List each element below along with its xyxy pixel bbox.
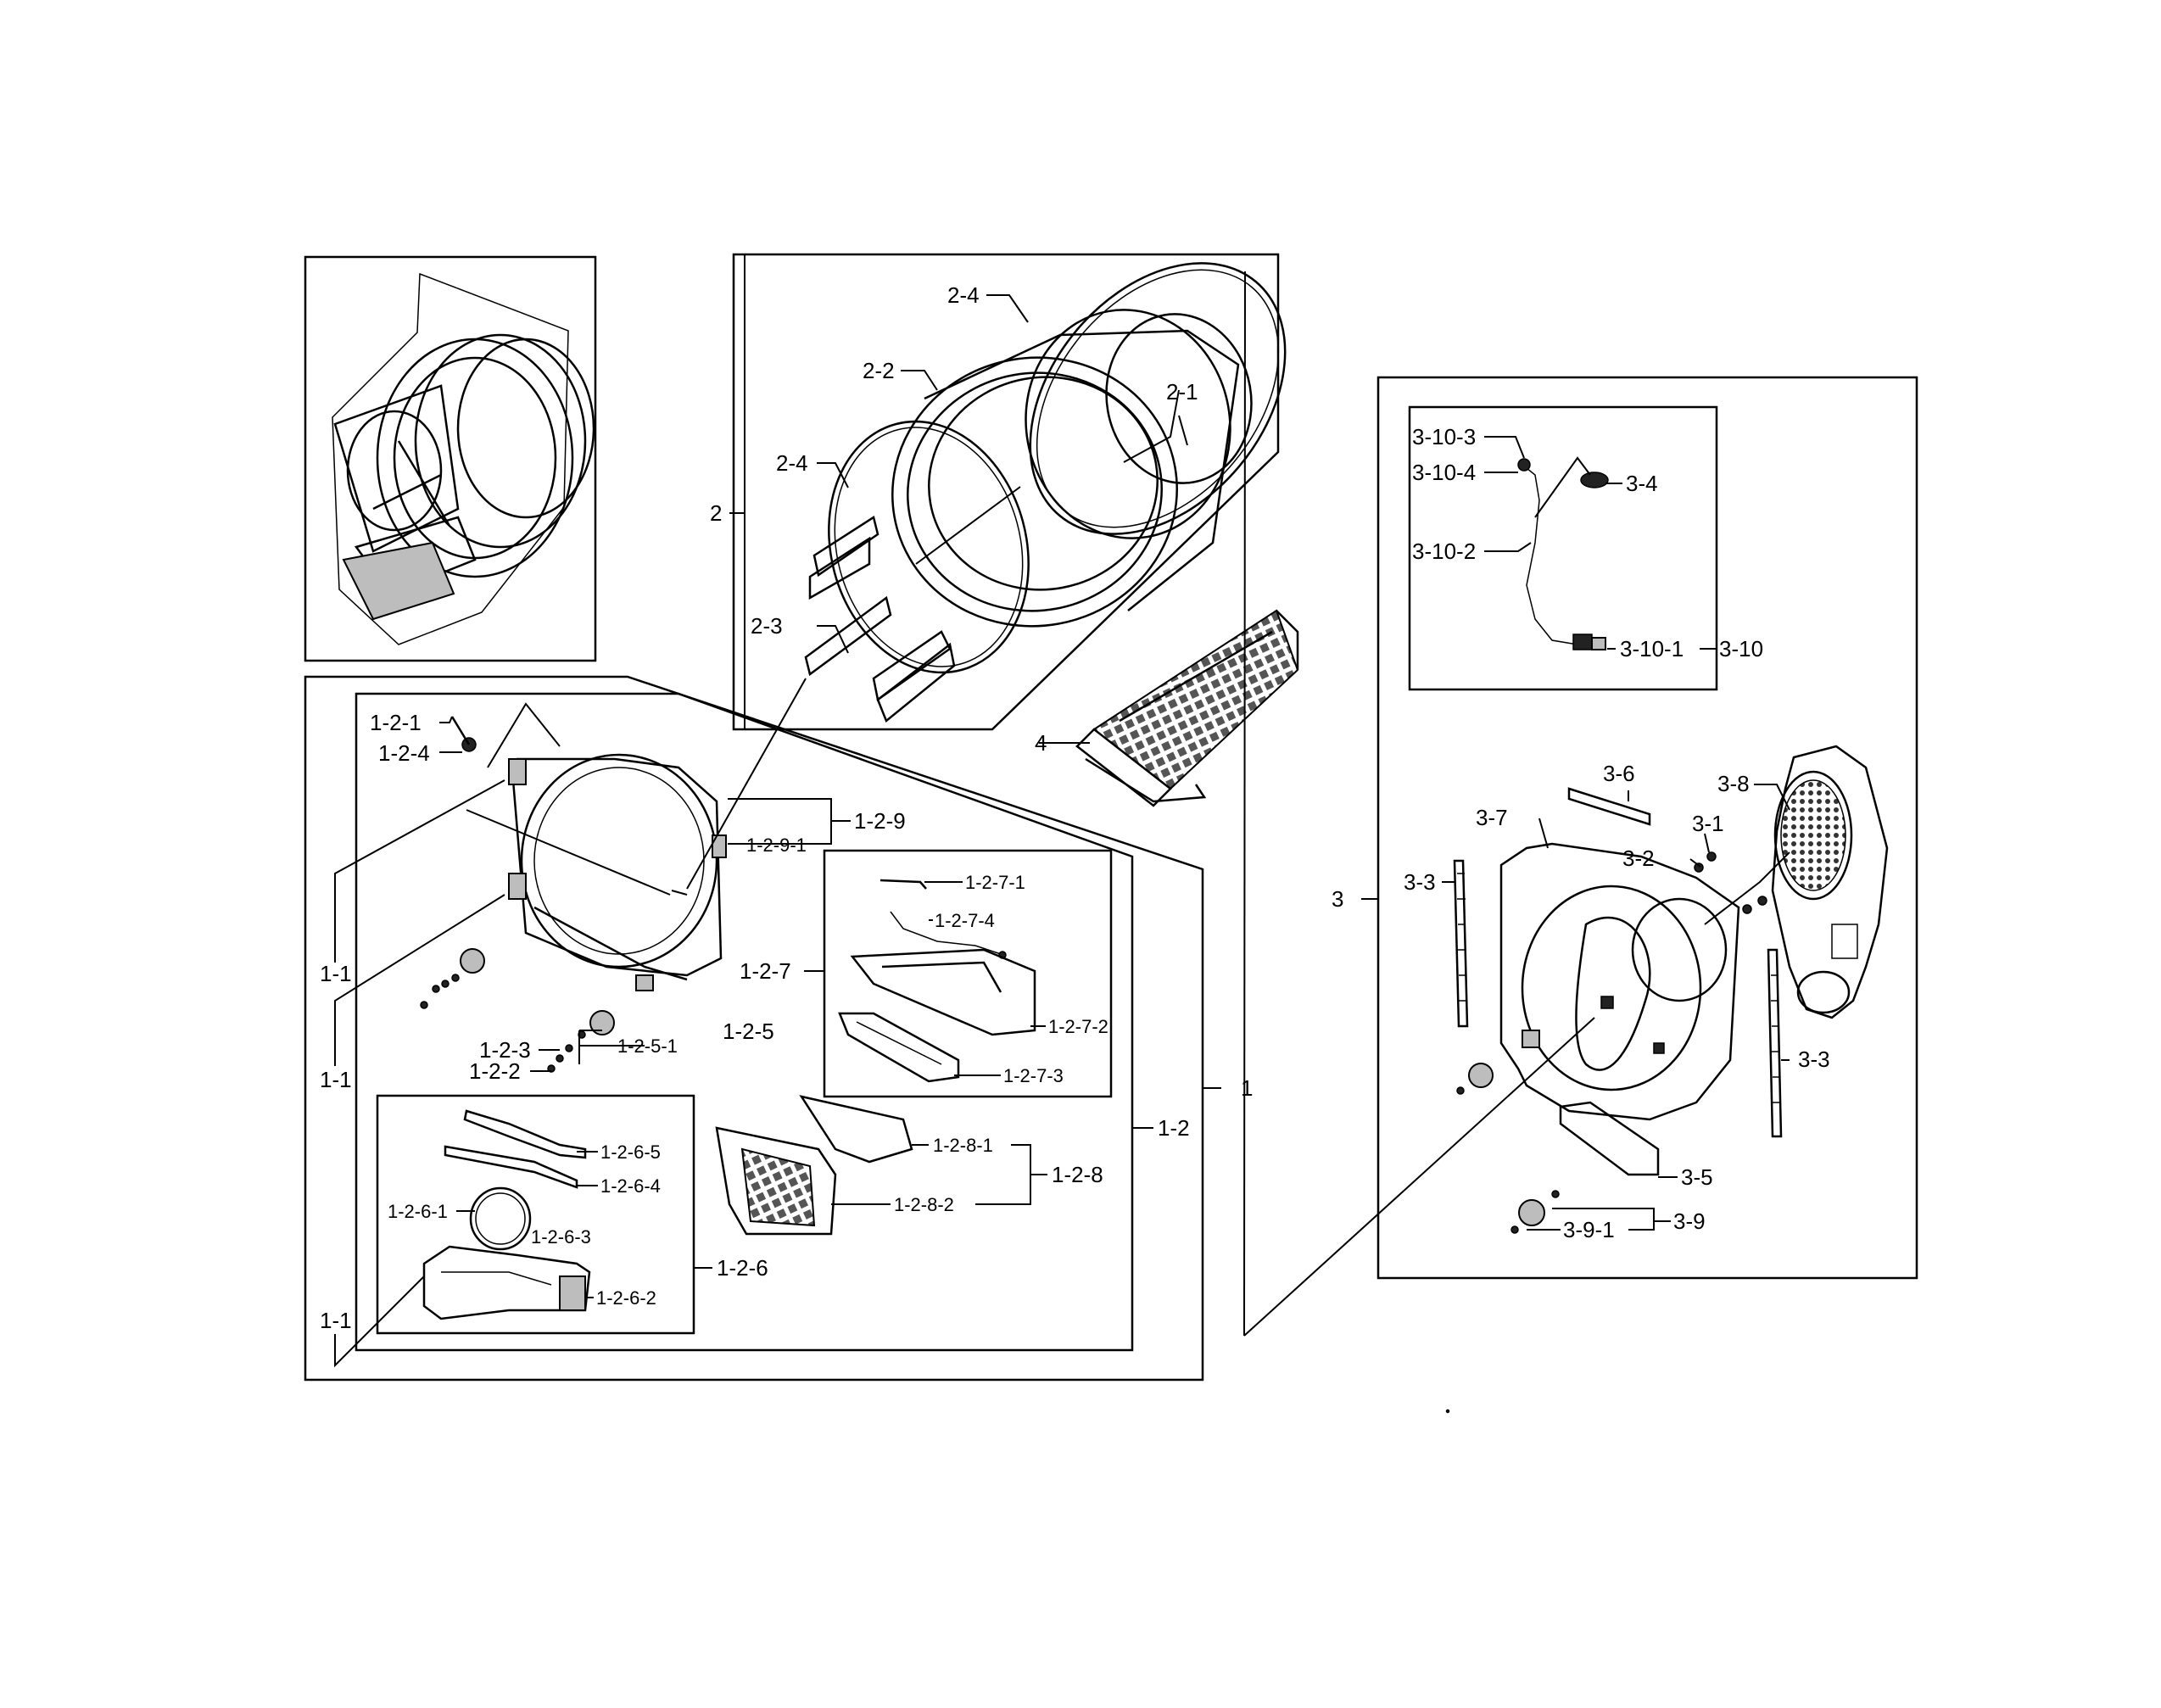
sub-box-1-2-6 — [376, 1094, 695, 1335]
sub-box-3-10 — [1408, 405, 1718, 691]
label-3-1: 3-1 — [1692, 811, 1724, 836]
duct-assembly-part — [422, 1109, 591, 1320]
label-1-2-6-3: 1-2-6-3 — [531, 1226, 591, 1248]
label-1-2-5: 1-2-5 — [723, 1019, 774, 1044]
label-1-2-6-2: 1-2-6-2 — [596, 1287, 656, 1309]
label-3-5: 3-5 — [1681, 1164, 1713, 1190]
label-4: 4 — [1035, 730, 1047, 756]
group-1-box — [304, 675, 1204, 1381]
label-3-3-right: 3-3 — [1798, 1047, 1830, 1072]
label-1-2-6-4: 1-2-6-4 — [600, 1175, 661, 1197]
filter-housing-part — [715, 1095, 913, 1236]
rear-panel-part — [1499, 842, 1740, 1121]
label-3-10-2: 3-10-2 — [1412, 539, 1476, 564]
label-3-2: 3-2 — [1622, 846, 1655, 871]
label-2-4-rear: 2-4 — [947, 282, 980, 308]
label-2: 2 — [710, 500, 722, 526]
label-1-2-7: 1-2-7 — [740, 958, 791, 984]
brackets-part — [1453, 787, 1783, 1234]
drum-panel — [732, 253, 1287, 731]
label-1-2-5-1: 1-2-5-1 — [617, 1035, 678, 1057]
label-3-7: 3-7 — [1476, 805, 1508, 830]
label-2-2: 2-2 — [863, 358, 895, 383]
label-1-2-7-3: 1-2-7-3 — [1003, 1065, 1064, 1086]
label-1-2-3: 1-2-3 — [479, 1037, 531, 1063]
label-3-9: 3-9 — [1673, 1208, 1706, 1234]
part-labels: 2-4 2-2 2-1 2-4 2 2-3 4 1-2-1 1-2-4 1-2-… — [320, 282, 1830, 1333]
sensor-assembly-part — [838, 879, 1036, 1083]
label-1-2-8-1: 1-2-8-1 — [933, 1135, 993, 1156]
label-2-4-front: 2-4 — [776, 450, 808, 476]
label-2-1: 2-1 — [1166, 379, 1198, 405]
label-1-2-9-1: 1-2-9-1 — [746, 834, 807, 856]
label-3-4: 3-4 — [1626, 471, 1658, 496]
label-3-9-1: 3-9-1 — [1563, 1217, 1615, 1242]
label-1-2: 1-2 — [1158, 1115, 1190, 1141]
label-1-1-top: 1-1 — [320, 961, 352, 986]
label-1-2-6-5: 1-2-6-5 — [600, 1141, 661, 1163]
label-3: 3 — [1332, 886, 1343, 912]
label-3-10-1: 3-10-1 — [1620, 636, 1684, 661]
wiring-harness-part — [1517, 458, 1609, 650]
label-1-2-6-1: 1-2-6-1 — [388, 1201, 448, 1222]
label-1-2-2: 1-2-2 — [469, 1058, 521, 1084]
label-3-10: 3-10 — [1719, 636, 1763, 661]
group-1-2-box — [355, 692, 1134, 1352]
label-1-2-7-1: 1-2-7-1 — [965, 872, 1025, 893]
label-1-2-7-2: 1-2-7-2 — [1048, 1016, 1108, 1037]
blower-housing-part — [1771, 745, 1889, 1019]
sub-box-1-2-7 — [823, 849, 1113, 1098]
filter-part-4 — [1075, 609, 1299, 807]
label-3-6: 3-6 — [1603, 761, 1635, 786]
label-1-2-8: 1-2-8 — [1052, 1162, 1103, 1187]
label-3-10-3: 3-10-3 — [1412, 424, 1476, 449]
overview-panel — [304, 255, 597, 662]
label-1-2-7-4: 1-2-7-4 — [935, 910, 995, 931]
stray-dot — [1445, 1409, 1450, 1414]
label-1-2-8-2: 1-2-8-2 — [894, 1194, 954, 1215]
label-3-10-4: 3-10-4 — [1412, 460, 1476, 485]
label-1-1-mid: 1-1 — [320, 1067, 352, 1092]
front-panel-part — [420, 716, 727, 1073]
label-3-3-left: 3-3 — [1404, 869, 1436, 895]
label-1: 1 — [1241, 1075, 1253, 1101]
label-2-3: 2-3 — [751, 613, 783, 639]
group-3-box — [1376, 376, 1918, 1280]
label-1-2-6: 1-2-6 — [717, 1255, 768, 1281]
label-1-2-1: 1-2-1 — [370, 710, 422, 735]
label-1-1-bottom: 1-1 — [320, 1308, 352, 1333]
label-1-2-4: 1-2-4 — [378, 740, 430, 766]
label-1-2-9: 1-2-9 — [854, 808, 906, 834]
leader-lines — [334, 254, 1790, 1368]
label-3-8: 3-8 — [1717, 771, 1750, 796]
